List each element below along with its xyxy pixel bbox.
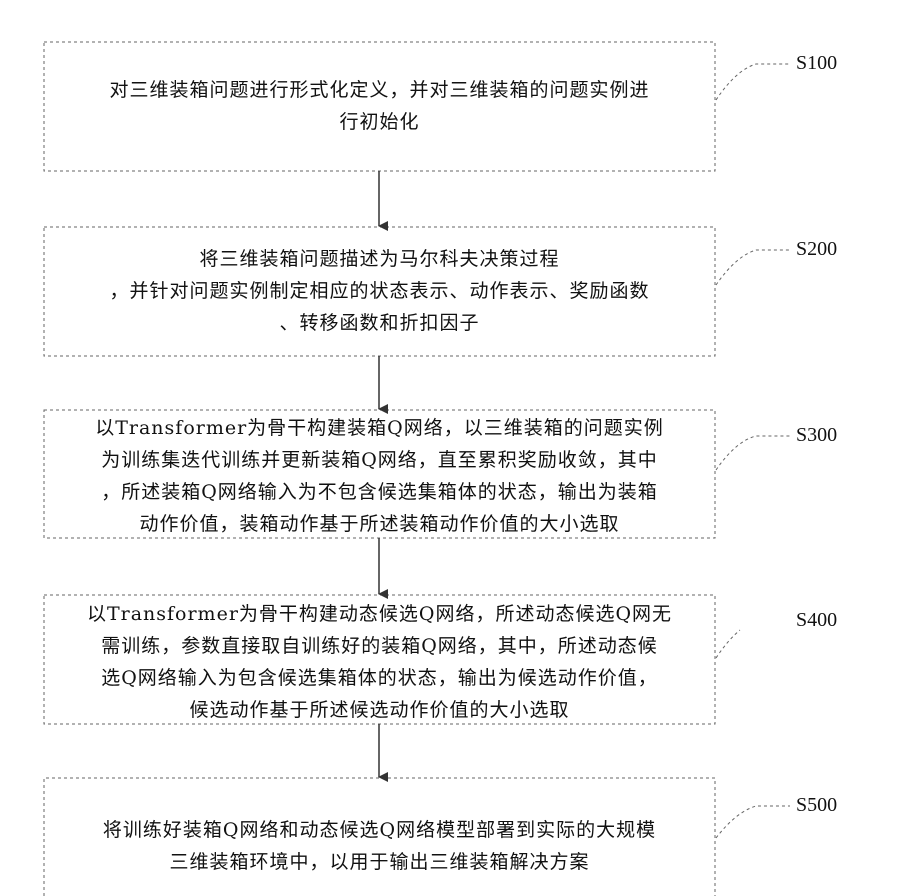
step-label-s200: S200	[796, 238, 837, 261]
step-line: 候选动作基于所述候选动作价值的大小选取	[44, 694, 715, 726]
step-line: 动作价值，装箱动作基于所述装箱动作价值的大小选取	[44, 508, 715, 540]
leader-line-s500	[716, 806, 790, 838]
step-line: 以Transformer为骨干构建动态候选Q网络，所述动态候选Q网无	[44, 598, 715, 630]
step-text-s100: 对三维装箱问题进行形式化定义，并对三维装箱的问题实例进 行初始化	[44, 74, 715, 138]
step-line: 行初始化	[44, 106, 715, 138]
leader-line-s300	[716, 436, 790, 470]
step-text-s200: 将三维装箱问题描述为马尔科夫决策过程 ，并针对问题实例制定相应的状态表示、动作表…	[44, 243, 715, 339]
step-line: 需训练，参数直接取自训练好的装箱Q网络，其中，所述动态候	[44, 630, 715, 662]
step-text-s500: 将训练好装箱Q网络和动态候选Q网络模型部署到实际的大规模 三维装箱环境中，以用于…	[44, 814, 715, 878]
step-line: ，所述装箱Q网络输入为不包含候选集箱体的状态，输出为装箱	[44, 476, 715, 508]
step-line: 为训练集迭代训练并更新装箱Q网络，直至累积奖励收敛，其中	[44, 444, 715, 476]
leader-line-s200	[716, 250, 790, 285]
step-line: 对三维装箱问题进行形式化定义，并对三维装箱的问题实例进	[44, 74, 715, 106]
step-line: 三维装箱环境中，以用于输出三维装箱解决方案	[44, 846, 715, 878]
step-line: 以Transformer为骨干构建装箱Q网络，以三维装箱的问题实例	[44, 412, 715, 444]
step-label-s300: S300	[796, 424, 837, 447]
step-label-s400: S400	[796, 609, 837, 632]
step-line: 将训练好装箱Q网络和动态候选Q网络模型部署到实际的大规模	[44, 814, 715, 846]
step-line: 将三维装箱问题描述为马尔科夫决策过程	[44, 243, 715, 275]
leader-line-s100	[716, 64, 790, 100]
leader-line-s400	[716, 630, 740, 658]
step-label-s500: S500	[796, 794, 837, 817]
step-line: ，并针对问题实例制定相应的状态表示、动作表示、奖励函数	[44, 275, 715, 307]
step-line: 选Q网络输入为包含候选集箱体的状态，输出为候选动作价值，	[44, 662, 715, 694]
step-text-s300: 以Transformer为骨干构建装箱Q网络，以三维装箱的问题实例 为训练集迭代…	[44, 412, 715, 540]
step-text-s400: 以Transformer为骨干构建动态候选Q网络，所述动态候选Q网无 需训练，参…	[44, 598, 715, 726]
step-label-s100: S100	[796, 52, 837, 75]
step-line: 、转移函数和折扣因子	[44, 307, 715, 339]
